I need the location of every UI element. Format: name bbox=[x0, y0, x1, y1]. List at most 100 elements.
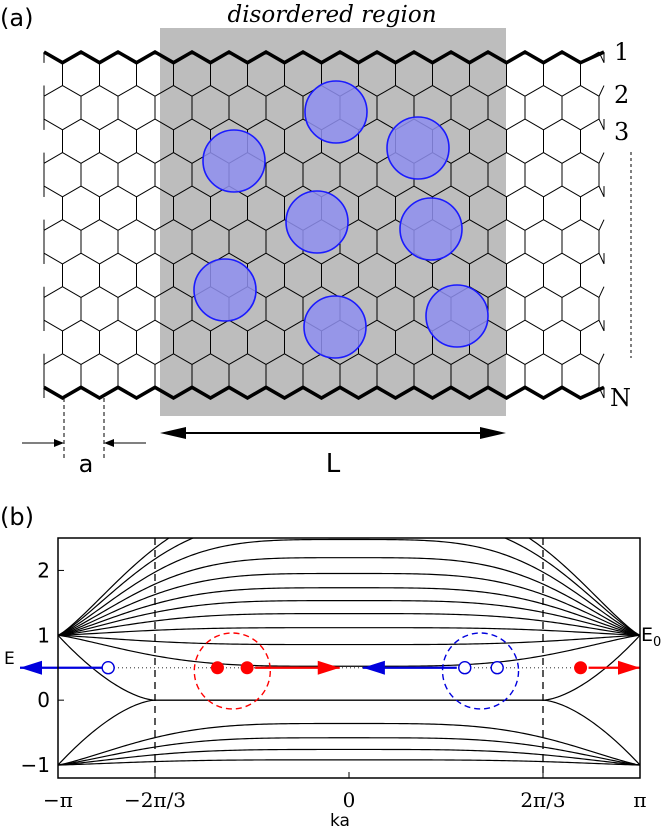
lattice-bond bbox=[80, 319, 100, 332]
lattice-bond bbox=[506, 152, 526, 164]
lattice-bond bbox=[284, 353, 304, 365]
lattice-bond bbox=[395, 85, 415, 97]
lattice-bond bbox=[358, 152, 378, 164]
lattice-bond bbox=[302, 353, 322, 365]
lattice-bond bbox=[136, 152, 156, 164]
lattice-bond bbox=[136, 286, 156, 298]
lattice-bond bbox=[561, 319, 581, 332]
energy-label: E bbox=[4, 649, 15, 669]
lattice-bond bbox=[210, 353, 230, 365]
lattice-bond bbox=[265, 319, 285, 332]
lattice-bond bbox=[580, 185, 600, 198]
lattice-bond bbox=[99, 185, 119, 198]
length-label-L: L bbox=[326, 449, 341, 479]
bulk-band-upper bbox=[58, 613, 640, 636]
lattice-bond bbox=[376, 353, 396, 365]
lattice-bond bbox=[450, 252, 470, 265]
bulk-band-upper bbox=[58, 572, 640, 636]
lattice-bond bbox=[469, 353, 489, 365]
lattice-bond bbox=[469, 219, 489, 231]
lattice-bond bbox=[154, 353, 174, 365]
lattice-bond bbox=[339, 353, 359, 365]
lattice-bond bbox=[265, 185, 285, 198]
lattice-bond bbox=[450, 118, 470, 131]
lattice-bond bbox=[265, 85, 285, 97]
lattice-bond bbox=[302, 152, 322, 164]
lattice-bond bbox=[117, 319, 137, 332]
lattice-bond bbox=[265, 219, 285, 231]
bulk-band-upper bbox=[58, 634, 640, 667]
lattice-bond bbox=[524, 252, 544, 265]
lattice-bond bbox=[339, 152, 359, 164]
lattice-bond bbox=[561, 219, 581, 231]
lattice-bond bbox=[506, 219, 526, 231]
lattice-bond bbox=[154, 252, 174, 265]
disordered-region-title: disordered region bbox=[227, 2, 436, 28]
lattice-bond bbox=[321, 252, 341, 265]
lattice-bond bbox=[173, 185, 193, 198]
lattice-bond bbox=[80, 219, 100, 231]
lattice-bond bbox=[228, 252, 248, 265]
lattice-bond bbox=[543, 118, 563, 131]
lattice-bond bbox=[339, 252, 359, 265]
lattice-bond bbox=[80, 185, 100, 198]
row-label-N: N bbox=[610, 384, 631, 412]
lattice-bond bbox=[247, 319, 267, 332]
lattice-bond bbox=[469, 152, 489, 164]
lattice-bond bbox=[506, 185, 526, 198]
lattice-bond bbox=[543, 353, 563, 365]
lattice-bond bbox=[62, 319, 82, 332]
bulk-band-upper bbox=[58, 634, 640, 646]
disorder-circle bbox=[399, 197, 463, 261]
lattice-bond bbox=[506, 319, 526, 332]
lattice-bond bbox=[117, 219, 137, 231]
lattice-bond bbox=[173, 353, 193, 365]
lattice-bond bbox=[376, 118, 396, 131]
lattice-bond bbox=[43, 319, 63, 332]
lattice-bond bbox=[580, 152, 600, 164]
lattice-bond bbox=[265, 252, 285, 265]
lattice-bond bbox=[321, 152, 341, 164]
lattice-bond bbox=[524, 319, 544, 332]
lattice-bond bbox=[154, 185, 174, 198]
lattice-bond bbox=[302, 286, 322, 298]
lattice-bond bbox=[413, 185, 433, 198]
lattice-bond bbox=[487, 286, 507, 298]
x-tick-label: π bbox=[633, 788, 646, 812]
lattice-bond bbox=[117, 353, 137, 365]
lattice-bond bbox=[173, 252, 193, 265]
bulk-band-lower bbox=[58, 748, 640, 766]
lattice-bond bbox=[487, 118, 507, 131]
lattice-bond bbox=[154, 118, 174, 131]
lattice-bond bbox=[376, 286, 396, 298]
lattice-bond bbox=[469, 252, 489, 265]
y-tick-label: 1 bbox=[37, 623, 50, 647]
lattice-bond bbox=[395, 252, 415, 265]
lattice-bond bbox=[395, 319, 415, 332]
lattice-bond bbox=[543, 286, 563, 298]
lattice-bond bbox=[487, 219, 507, 231]
right-mover-state bbox=[240, 661, 254, 675]
lattice-bond bbox=[210, 85, 230, 97]
lattice-bond bbox=[376, 219, 396, 231]
lattice-bond bbox=[228, 85, 248, 97]
lattice-bond bbox=[99, 219, 119, 231]
x-axis-label: ka bbox=[330, 811, 350, 828]
panel-b-label: (b) bbox=[0, 503, 34, 531]
lattice-bond bbox=[136, 118, 156, 131]
lattice-bond bbox=[99, 85, 119, 97]
lattice-bond bbox=[228, 219, 248, 231]
lattice-bond bbox=[136, 252, 156, 265]
x-tick-label: −2π/3 bbox=[124, 788, 186, 812]
lattice-bond bbox=[210, 118, 230, 131]
width-arrowhead-left bbox=[54, 439, 64, 447]
disorder-circle bbox=[304, 80, 368, 144]
bulk-band-upper bbox=[58, 600, 640, 636]
lattice-bond bbox=[358, 353, 378, 365]
lattice-bond bbox=[265, 286, 285, 298]
lattice-bond bbox=[469, 85, 489, 97]
x-tick-label: −π bbox=[43, 788, 73, 812]
lattice-bond bbox=[154, 319, 174, 332]
lattice-bond bbox=[339, 185, 359, 198]
